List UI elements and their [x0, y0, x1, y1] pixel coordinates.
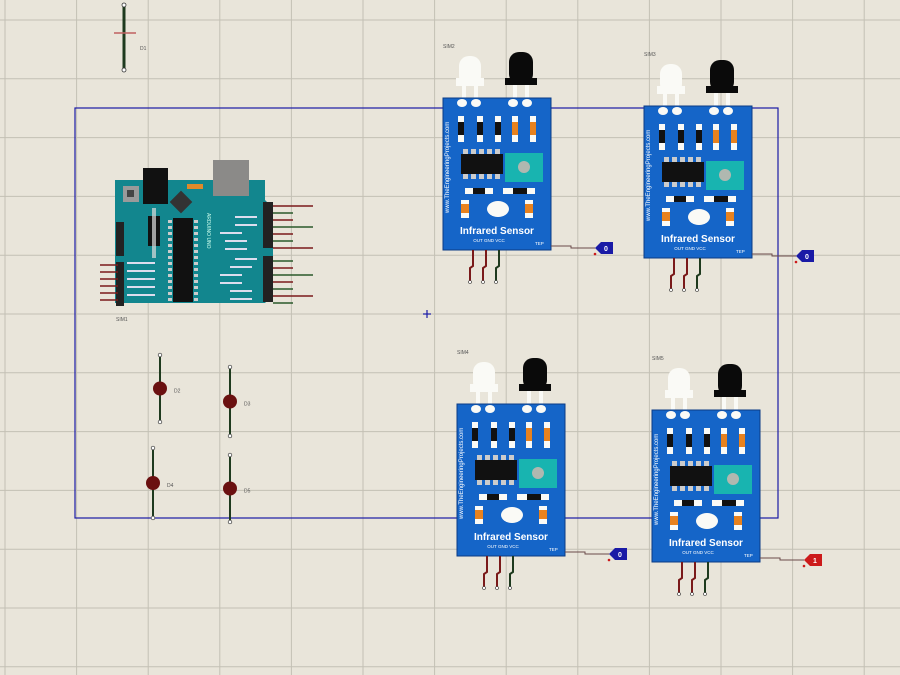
logic-probe-value: 0: [604, 246, 608, 253]
arduino-uno[interactable]: ARDUINO UNO: [115, 160, 273, 306]
sensor-title: Infrared Sensor: [669, 538, 743, 549]
logic-probe[interactable]: 0: [794, 250, 814, 264]
sensor-brand: TEP: [736, 249, 745, 254]
sensor-title: Infrared Sensor: [661, 234, 735, 245]
sensor-pin-wire[interactable]: [683, 258, 688, 290]
component-label: D1: [140, 46, 147, 52]
sensor-ref: SIM4: [457, 350, 469, 356]
ir-photodiode-black: [718, 364, 742, 396]
arduino-side-label: ARDUINO UNO: [205, 213, 211, 249]
sensor-pin-wire[interactable]: [483, 556, 488, 588]
output-wire[interactable]: [551, 245, 595, 249]
ic-chip: [475, 460, 517, 480]
sensor-pin-wire[interactable]: [469, 250, 474, 282]
sensor-pin-wire[interactable]: [696, 258, 701, 290]
ic-chip: [461, 154, 503, 174]
sensor-pins-label: OUT GND VCC: [674, 246, 706, 251]
sensor-pin-wire[interactable]: [482, 250, 487, 282]
arduino-header-right: [263, 202, 273, 302]
sensor-pin-wire[interactable]: [495, 250, 500, 282]
sensor-pin-wire[interactable]: [509, 556, 514, 588]
ir-photodiode-black: [509, 52, 533, 84]
logic-probe-value: 0: [618, 552, 622, 559]
sensor-ref: SIM3: [644, 52, 656, 58]
sensor-pin-wire[interactable]: [691, 562, 696, 594]
sensor-pins-label: OUT GND VCC: [473, 238, 505, 243]
output-wire[interactable]: [752, 253, 796, 257]
sensor-ref: SIM2: [443, 44, 455, 50]
discrete-component[interactable]: D4: [146, 445, 174, 521]
sensor-website-text: www.TheEngineeringProjects.com: [445, 122, 451, 214]
ic-chip: [670, 466, 712, 486]
discrete-component[interactable]: D2: [153, 352, 181, 425]
wire-loop[interactable]: [74, 107, 779, 519]
sensor-pins-label: OUT GND VCC: [487, 544, 519, 549]
arduino-chip-pins: [168, 220, 198, 301]
output-wire[interactable]: [565, 551, 609, 555]
sensor-pin-wire[interactable]: [670, 258, 675, 290]
origin-marker: [423, 310, 431, 318]
sensor-brand: TEP: [744, 553, 753, 558]
sensor-pins-label: OUT GND VCC: [682, 550, 714, 555]
sensor-title: Infrared Sensor: [460, 226, 534, 237]
arduino-header-left: [116, 222, 124, 306]
ic-chip: [662, 162, 704, 182]
sensor-brand: TEP: [535, 241, 544, 246]
component-label: D5: [244, 489, 251, 495]
component-label: D4: [167, 483, 174, 489]
logic-probe[interactable]: 1: [802, 554, 822, 568]
arduino-pin-wires: [100, 205, 313, 304]
sensor-title: Infrared Sensor: [474, 532, 548, 543]
sensor-pin-wire[interactable]: [704, 562, 709, 594]
sensor-ref: SIM5: [652, 356, 664, 362]
logic-probe-value: 1: [813, 558, 817, 565]
top-diode-component[interactable]: D1: [114, 2, 147, 73]
logic-probe[interactable]: 0: [607, 548, 627, 562]
discrete-component[interactable]: D3: [223, 364, 251, 439]
sensor-website-text: www.TheEngineeringProjects.com: [654, 434, 660, 526]
sensor-pin-wire[interactable]: [678, 562, 683, 594]
component-label: D2: [174, 389, 181, 395]
sensor-brand: TEP: [549, 547, 558, 552]
ir-photodiode-black: [523, 358, 547, 390]
output-wire[interactable]: [760, 557, 804, 561]
ir-photodiode-black: [710, 60, 734, 92]
sensor-pin-wire[interactable]: [496, 556, 501, 588]
sensor-website-text: www.TheEngineeringProjects.com: [459, 428, 465, 520]
arduino-ref: SIM1: [116, 317, 128, 323]
logic-probe-value: 0: [805, 254, 809, 261]
logic-probe[interactable]: 0: [593, 242, 613, 256]
discrete-component[interactable]: D5: [223, 452, 251, 525]
component-label: D3: [244, 402, 251, 408]
sensor-website-text: www.TheEngineeringProjects.com: [646, 130, 652, 222]
